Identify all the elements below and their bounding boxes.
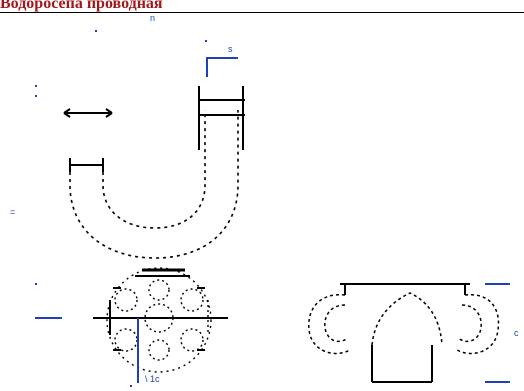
dot: [35, 95, 37, 97]
bundle-tube-lower-left: [114, 328, 138, 352]
dot: [35, 283, 37, 285]
dot: [35, 85, 37, 87]
dot: [95, 30, 97, 32]
width-dimension-arrows: [63, 108, 113, 118]
u-bend-inner-edge: [102, 110, 206, 229]
side-view-left-loop-inner: [324, 304, 349, 343]
right-dimension-label: c: [514, 328, 519, 338]
dot: [205, 40, 207, 42]
bundle-tube-upper-left: [114, 288, 138, 312]
side-view: [308, 283, 500, 383]
side-view-left-loop-outer: [308, 294, 351, 355]
page-title: Водоросепа проводная: [0, 0, 163, 12]
u-bend-outer-edge: [69, 110, 239, 259]
left-side-label: =: [10, 207, 15, 217]
title-underline: [0, 12, 524, 13]
top-right-label: s: [228, 44, 233, 54]
top-label: n: [150, 13, 155, 23]
bundle-tube-top: [148, 279, 170, 301]
u-bend-outline: [69, 110, 239, 259]
reference-dots: [35, 30, 207, 387]
bundle-cross-section: [93, 267, 228, 373]
u-bend-solid-marks: [63, 86, 245, 172]
bundle-tube-lower-right: [180, 328, 204, 352]
bundle-outer-circle: [106, 267, 212, 373]
bundle-tube-bottom: [148, 339, 170, 361]
bottom-dimension-label: \ 1c: [145, 374, 160, 384]
side-view-right-loop-outer: [456, 294, 500, 355]
bundle-tube-upper-right: [180, 288, 204, 312]
bundle-small-marks: [113, 287, 205, 351]
side-view-center-arch: [371, 292, 443, 346]
dot: [130, 385, 132, 387]
side-view-right-loop-inner: [457, 304, 482, 343]
top-right-dimension-mark: [206, 57, 238, 77]
